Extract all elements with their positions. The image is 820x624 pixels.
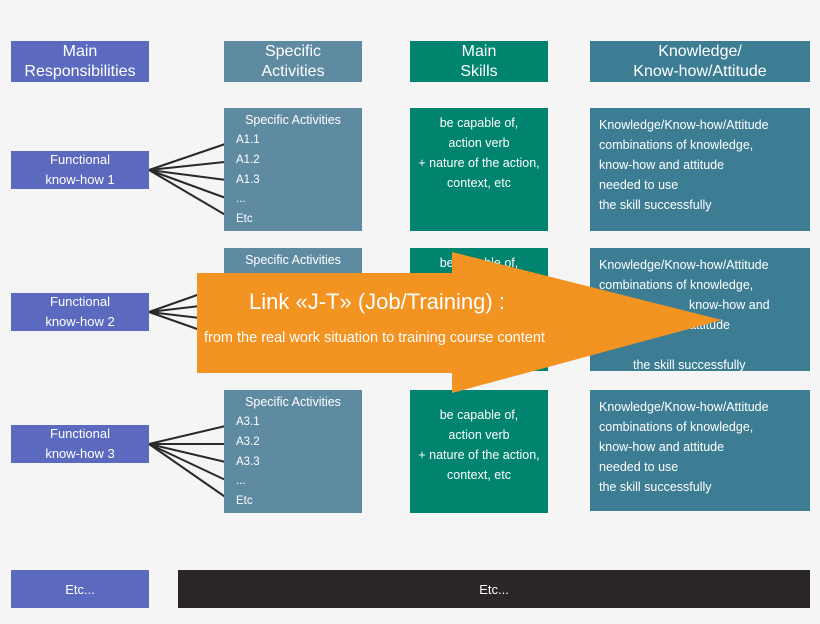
skill-line: action verb — [448, 428, 510, 442]
knowledge-line: know-how and attitude — [599, 158, 725, 172]
knowledge-line: know-how and attitude — [599, 440, 725, 454]
activity-item: Etc — [236, 495, 253, 507]
connector-arrow — [148, 443, 235, 467]
knowledge-line: combinations of knowledge, — [599, 138, 754, 152]
connector-arrow — [148, 305, 201, 313]
skills-box-1: be capable of, action verb + nature of t… — [410, 108, 548, 231]
header-main-responsibilities: Main Responsibilities — [11, 41, 149, 82]
knowledge-line: the skill successfully — [633, 358, 746, 372]
connector-arrow — [148, 293, 201, 313]
skill-line: action verb — [448, 136, 510, 150]
connector-arrow — [148, 169, 235, 203]
activity-item: Etc — [236, 213, 253, 225]
skill-line: context, etc — [447, 468, 511, 482]
knowledge-line: the skill successfully — [599, 198, 712, 212]
skill-line: + nature of the action, — [418, 156, 540, 170]
knowledge-box-1: Knowledge/Know-how/Attitude combinations… — [590, 108, 810, 231]
activity-item: A1.3 — [236, 174, 260, 186]
knowledge-box-3: Knowledge/Know-how/Attitude combinations… — [590, 390, 810, 511]
functional-know-how-3: Functional know-how 3 — [11, 425, 149, 463]
header-knowledge: Knowledge/ Know-how/Attitude — [590, 41, 810, 82]
activities-title: Specific Activities — [245, 395, 341, 409]
knowledge-line: combinations of knowledge, — [599, 278, 754, 292]
functional-know-how-1: Functional know-how 1 — [11, 151, 149, 189]
skill-line: be capable of, — [439, 408, 519, 422]
knowledge-line: needed to use — [599, 460, 679, 474]
skill-line: + nature of the action, — [418, 448, 540, 462]
footer-etc-right: Etc... — [178, 570, 810, 608]
skill-line: context, etc — [447, 176, 511, 190]
activities-title: Specific Activities — [245, 113, 341, 127]
connector-arrow — [148, 311, 201, 331]
header-specific-activities: Specific Activities — [224, 41, 362, 82]
activities-box-1: Specific Activities A1.1 A1.2 A1.3 ... E… — [224, 108, 362, 231]
connector-arrow — [148, 169, 235, 185]
activity-item: ... — [236, 475, 246, 487]
knowledge-line: Knowledge/Know-how/Attitude — [599, 118, 769, 132]
activities-title: Specific Activities — [245, 253, 341, 267]
knowledge-line: the skill successfully — [599, 480, 712, 494]
activity-item: ... — [236, 193, 246, 205]
connector-arrow — [148, 421, 235, 445]
activity-item: A3.3 — [236, 456, 260, 468]
banner-title: Link «J-T» (Job/Training) : — [249, 289, 505, 314]
knowledge-line: Knowledge/Know-how/Attitude — [599, 400, 769, 414]
connector-arrow — [148, 139, 235, 171]
activity-item: A1.1 — [236, 134, 260, 146]
functional-know-how-2: Functional know-how 2 — [11, 293, 149, 331]
connector-arrow — [148, 311, 201, 319]
activity-item: A3.1 — [236, 416, 260, 428]
activities-box-3: Specific Activities A3.1 A3.2 A3.3 ... E… — [224, 390, 362, 513]
header-main-skills: Main Skills — [410, 41, 548, 82]
knowledge-line: needed to use — [599, 178, 679, 192]
skills-box-3: be capable of, action verb + nature of t… — [410, 390, 548, 513]
skill-line: be capable of, — [439, 116, 519, 130]
footer-etc-left: Etc... — [11, 570, 149, 608]
connector-arrow — [148, 157, 235, 171]
connector-arrow — [148, 443, 235, 485]
connector-arrow — [148, 169, 235, 221]
knowledge-line: combinations of knowledge, — [599, 420, 754, 434]
activity-item: A3.2 — [236, 436, 260, 448]
banner-subtitle: from the real work situation to training… — [204, 330, 545, 346]
activity-item: A1.2 — [236, 154, 260, 166]
knowledge-line: Knowledge/Know-how/Attitude — [599, 258, 769, 272]
connector-arrow — [148, 443, 235, 504]
arrow-shape — [197, 252, 722, 393]
